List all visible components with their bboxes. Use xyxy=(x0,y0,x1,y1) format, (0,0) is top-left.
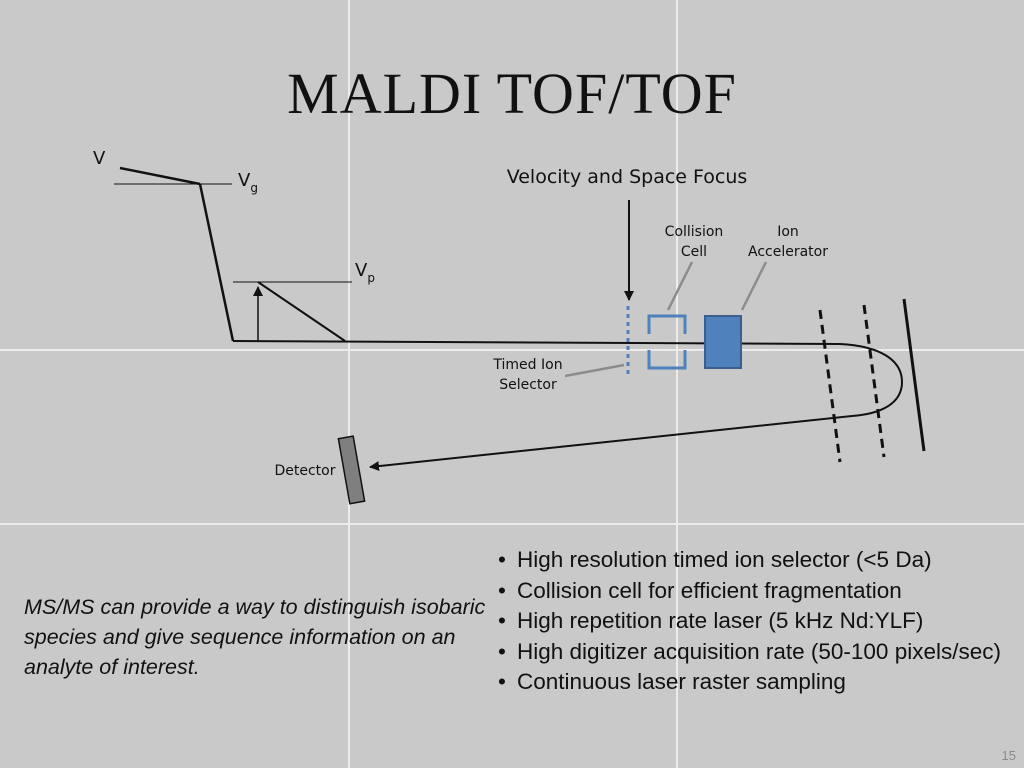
timed-selector-pointer xyxy=(564,363,625,378)
ion-accelerator-pointer xyxy=(740,261,768,311)
collision-cell-label-line1: Collision xyxy=(665,224,724,240)
feature-item: High repetition rate laser (5 kHz Nd:YLF… xyxy=(494,606,1004,637)
feature-item: High resolution timed ion selector (<5 D… xyxy=(494,545,1004,576)
slide-title: MALDI TOF/TOF xyxy=(287,61,737,126)
grid-line-vertical-left xyxy=(348,0,350,768)
voltage-p-label: Vp xyxy=(355,260,375,285)
grid-line-horizontal-bottom xyxy=(0,523,1024,525)
voltage-profile xyxy=(114,166,352,342)
feature-item: High digitizer acquisition rate (50-100 … xyxy=(494,637,1004,668)
feature-item: Collision cell for efficient fragmentati… xyxy=(494,576,1004,607)
focus-label: Velocity and Space Focus xyxy=(507,166,748,188)
feature-item: Continuous laser raster sampling xyxy=(494,667,1004,698)
summary-text: MS/MS can provide a way to distinguish i… xyxy=(24,595,486,679)
timed-selector-label-line1: Timed Ion xyxy=(492,357,562,373)
collision-cell-label-line2: Cell xyxy=(681,244,707,260)
ion-accelerator xyxy=(704,315,742,369)
collision-cell-pointer xyxy=(666,261,694,311)
feature-list: High resolution timed ion selector (<5 D… xyxy=(494,545,1004,698)
ion-flight-path xyxy=(232,340,904,472)
voltage-g-label: Vg xyxy=(238,170,258,195)
grid-line-vertical-right xyxy=(676,0,678,768)
grid-line-horizontal-top xyxy=(0,349,1024,351)
collision-cell xyxy=(647,314,687,370)
voltage-v-label: V xyxy=(93,148,106,169)
reflectron xyxy=(818,298,926,463)
ion-accelerator-label-line1: Ion xyxy=(777,224,799,240)
timed-selector-label-line2: Selector xyxy=(499,377,557,393)
page-number: 15 xyxy=(1001,748,1016,763)
detector-label: Detector xyxy=(274,463,335,479)
detector xyxy=(337,435,366,505)
ion-accelerator-label-line2: Accelerator xyxy=(748,244,828,260)
